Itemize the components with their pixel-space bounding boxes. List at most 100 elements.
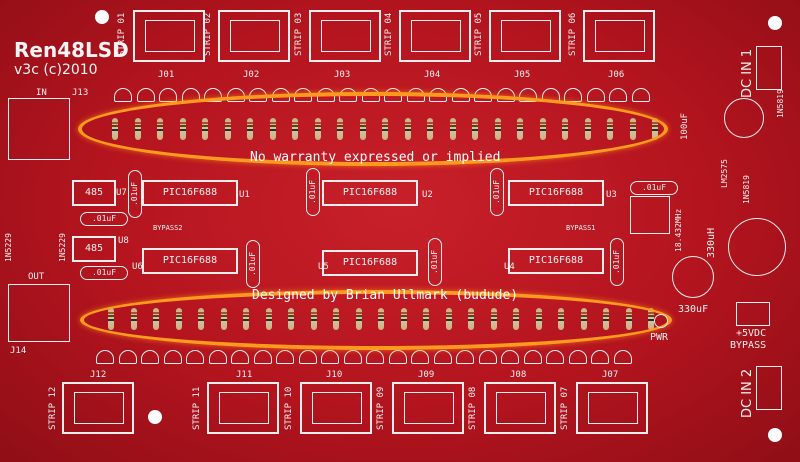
dc-jack: [756, 366, 782, 410]
strip-label: STRIP 05: [474, 12, 484, 56]
ic-label: U7: [116, 188, 127, 198]
designer-text: Designed by Brian Ullmark (budude): [252, 288, 519, 303]
jack-label: J04: [424, 70, 441, 80]
capacitor-100uf: [724, 98, 764, 138]
jack-label: J02: [243, 70, 260, 80]
transistor: [136, 88, 155, 102]
inductor: [728, 218, 786, 276]
rj45-jack: [392, 382, 464, 434]
transistor: [208, 350, 227, 364]
pwr-led: [654, 314, 668, 328]
strip-label: STRIP 11: [192, 386, 202, 430]
transistor: [276, 350, 294, 364]
cap-330uf-label: 330uF: [678, 304, 709, 315]
transistor: [118, 350, 137, 364]
microcontroller-chip: PIC16F688: [142, 248, 238, 274]
transistor: [564, 88, 582, 102]
rj45-jack: [300, 382, 372, 434]
bypass-jumper: [736, 302, 770, 326]
rj45-jack: [576, 382, 648, 434]
transistor: [321, 350, 339, 364]
in-jack: [8, 98, 70, 160]
rj45-jack: [489, 10, 561, 62]
warranty-text: No warranty expressed or implied: [250, 150, 501, 165]
transistor: [631, 88, 650, 102]
bypass-label: BYPASS1: [566, 224, 596, 232]
ic-label: U6: [132, 262, 143, 272]
ic-label: U3: [606, 190, 617, 200]
strip-label: STRIP 02: [203, 12, 213, 56]
inductor-label: 330uH: [706, 227, 717, 258]
rj45-jack: [399, 10, 471, 62]
diode-label: 1N5819: [742, 175, 751, 204]
transistor: [186, 350, 204, 364]
board-version: v3c (c)2010: [14, 62, 98, 78]
capacitor-label: .01uF: [128, 170, 142, 218]
transistor: [159, 88, 177, 102]
jack-label: J06: [608, 70, 625, 80]
ic-label: U8: [118, 236, 129, 246]
transistor: [163, 350, 182, 364]
capacitor-label: .01uF: [246, 240, 260, 288]
bypass-label: BYPASS2: [153, 224, 183, 232]
strip-label: STRIP 10: [284, 386, 294, 430]
regulator-label: LM2575: [720, 159, 729, 188]
bypass-5v-label: +5VDC: [736, 328, 767, 339]
out-jack: [8, 284, 70, 342]
jack-label: J09: [418, 370, 435, 380]
strip-label: STRIP 07: [560, 386, 570, 430]
ic-label: U1: [239, 190, 250, 200]
transistor: [613, 350, 632, 364]
microcontroller-chip: PIC16F688: [508, 180, 604, 206]
highlight-ellipse: [80, 290, 672, 350]
rj45-jack: [218, 10, 290, 62]
jack-label: J11: [236, 370, 253, 380]
mounting-hole: [768, 16, 782, 30]
capacitor-label: .01uF: [630, 181, 678, 195]
transistor: [231, 350, 249, 364]
jack-label: J07: [602, 370, 619, 380]
rj45-jack: [484, 382, 556, 434]
crystal: [630, 196, 670, 234]
transistor: [501, 350, 519, 364]
rj45-jack: [583, 10, 655, 62]
jack-label: J08: [510, 370, 527, 380]
capacitor-label: .01uF: [306, 168, 320, 216]
diode-label: 1N5819: [776, 89, 785, 118]
rj45-jack: [207, 382, 279, 434]
strip-label: STRIP 03: [294, 12, 304, 56]
capacitor-label: .01uF: [610, 238, 624, 286]
transistor: [411, 350, 429, 364]
strip-label: STRIP 04: [384, 12, 394, 56]
highlight-ellipse: [78, 92, 668, 166]
transistor: [343, 350, 362, 364]
transistor: [591, 350, 609, 364]
dc-in-1-label: DC IN 1: [740, 48, 755, 98]
strip-label: STRIP 06: [568, 12, 578, 56]
rj45-jack: [62, 382, 134, 434]
transistor: [456, 350, 474, 364]
strip-label: STRIP 09: [376, 386, 386, 430]
capacitor-330uf: [672, 256, 714, 298]
zener-label: 1N5229: [58, 233, 67, 262]
zener-label: 1N5229: [4, 233, 13, 262]
capacitor-label: .01uF: [428, 238, 442, 286]
crystal-label: 18.432MHz: [674, 208, 683, 252]
transistor: [366, 350, 384, 364]
transistor: [568, 350, 587, 364]
out-label: OUT: [28, 272, 45, 282]
ic-label: U2: [422, 190, 433, 200]
capacitor-label: .01uF: [80, 212, 128, 226]
strip-label: STRIP 12: [48, 386, 58, 430]
capacitor-label: .01uF: [80, 266, 128, 280]
transistor: [388, 350, 407, 364]
board-title: Ren48LSD: [14, 38, 129, 62]
transistor: [609, 88, 627, 102]
transistor: [523, 350, 542, 364]
microcontroller-chip: PIC16F688: [508, 248, 604, 274]
rj45-jack: [309, 10, 381, 62]
microcontroller-chip: PIC16F688: [322, 250, 418, 276]
strip-label: STRIP 01: [117, 12, 127, 56]
microcontroller-chip: PIC16F688: [322, 180, 418, 206]
ic-label: U5: [318, 262, 329, 272]
